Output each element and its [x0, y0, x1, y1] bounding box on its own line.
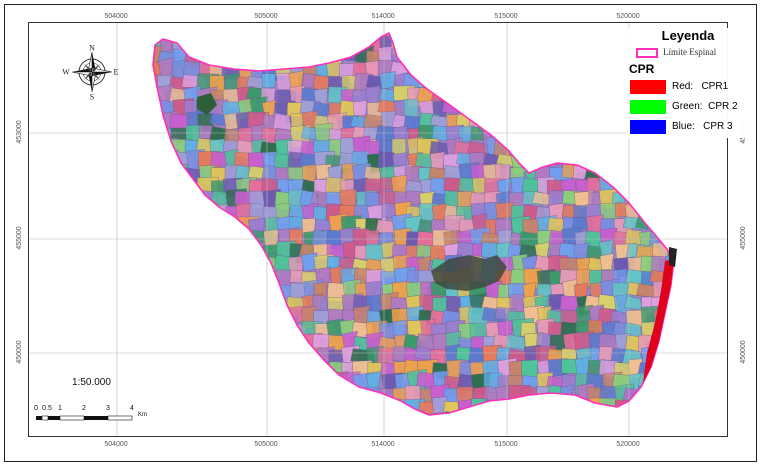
map-legend: Leyenda Límite Espinal CPR Red: CPR1 Gre… — [626, 28, 750, 138]
legend-label-green: Green: CPR 2 — [672, 101, 738, 112]
grid-label-top: 514000 — [371, 13, 395, 20]
compass-w-label: W — [62, 67, 70, 77]
scale-tick-label: 1 — [58, 405, 62, 412]
legend-label-red: Red: CPR1 — [672, 81, 729, 92]
legend-swatch-green — [630, 100, 666, 114]
east-edge-dark-patch — [669, 247, 677, 267]
grid-label-right: 455000 — [740, 226, 747, 250]
boundary-swatch — [636, 48, 658, 58]
map-area[interactable] — [28, 22, 728, 437]
scale-unit: Km — [138, 412, 147, 418]
grid-lines — [29, 23, 727, 436]
east-edge-red-strip — [643, 259, 674, 383]
grid-label-left: 450000 — [16, 340, 23, 364]
compass-s-label: S — [89, 92, 95, 102]
scale-tick-label: 3 — [106, 405, 110, 412]
map-canvas[interactable] — [29, 23, 728, 437]
cpr-section-title: CPR — [629, 62, 655, 76]
legend-swatch-red — [630, 80, 666, 94]
scale-tick-label: 0 — [34, 405, 38, 412]
grid-label-top: 515000 — [494, 13, 518, 20]
scale-tick-label: 0.5 — [42, 405, 52, 412]
scale-tick-label: 4 — [130, 405, 134, 412]
boundary-label: Límite Espinal — [663, 47, 717, 57]
grid-label-bottom: 520000 — [616, 441, 640, 448]
grid-label-bottom: 514000 — [371, 441, 395, 448]
legend-label-blue: Blue: CPR 3 — [672, 121, 733, 132]
scale-bar — [36, 415, 133, 421]
grid-label-left: 455000 — [16, 226, 23, 250]
legend-title: Leyenda — [661, 28, 715, 43]
grid-label-left: 453000 — [16, 120, 23, 144]
north-arrow-icon — [71, 51, 113, 93]
grid-label-bottom: 505000 — [254, 441, 278, 448]
compass-e-label: E — [113, 67, 119, 77]
grid-label-top: 504000 — [104, 13, 128, 20]
legend-swatch-blue — [630, 120, 666, 134]
scale-tick-label: 2 — [82, 405, 86, 412]
grid-label-top: 505000 — [254, 13, 278, 20]
grid-label-top: 520000 — [616, 13, 640, 20]
grid-label-right: 450000 — [740, 340, 747, 364]
grid-label-bottom: 504000 — [104, 441, 128, 448]
scale-ratio: 1:50.000 — [72, 377, 111, 388]
grid-label-bottom: 515000 — [494, 441, 518, 448]
compass-n-label: N — [89, 43, 95, 53]
